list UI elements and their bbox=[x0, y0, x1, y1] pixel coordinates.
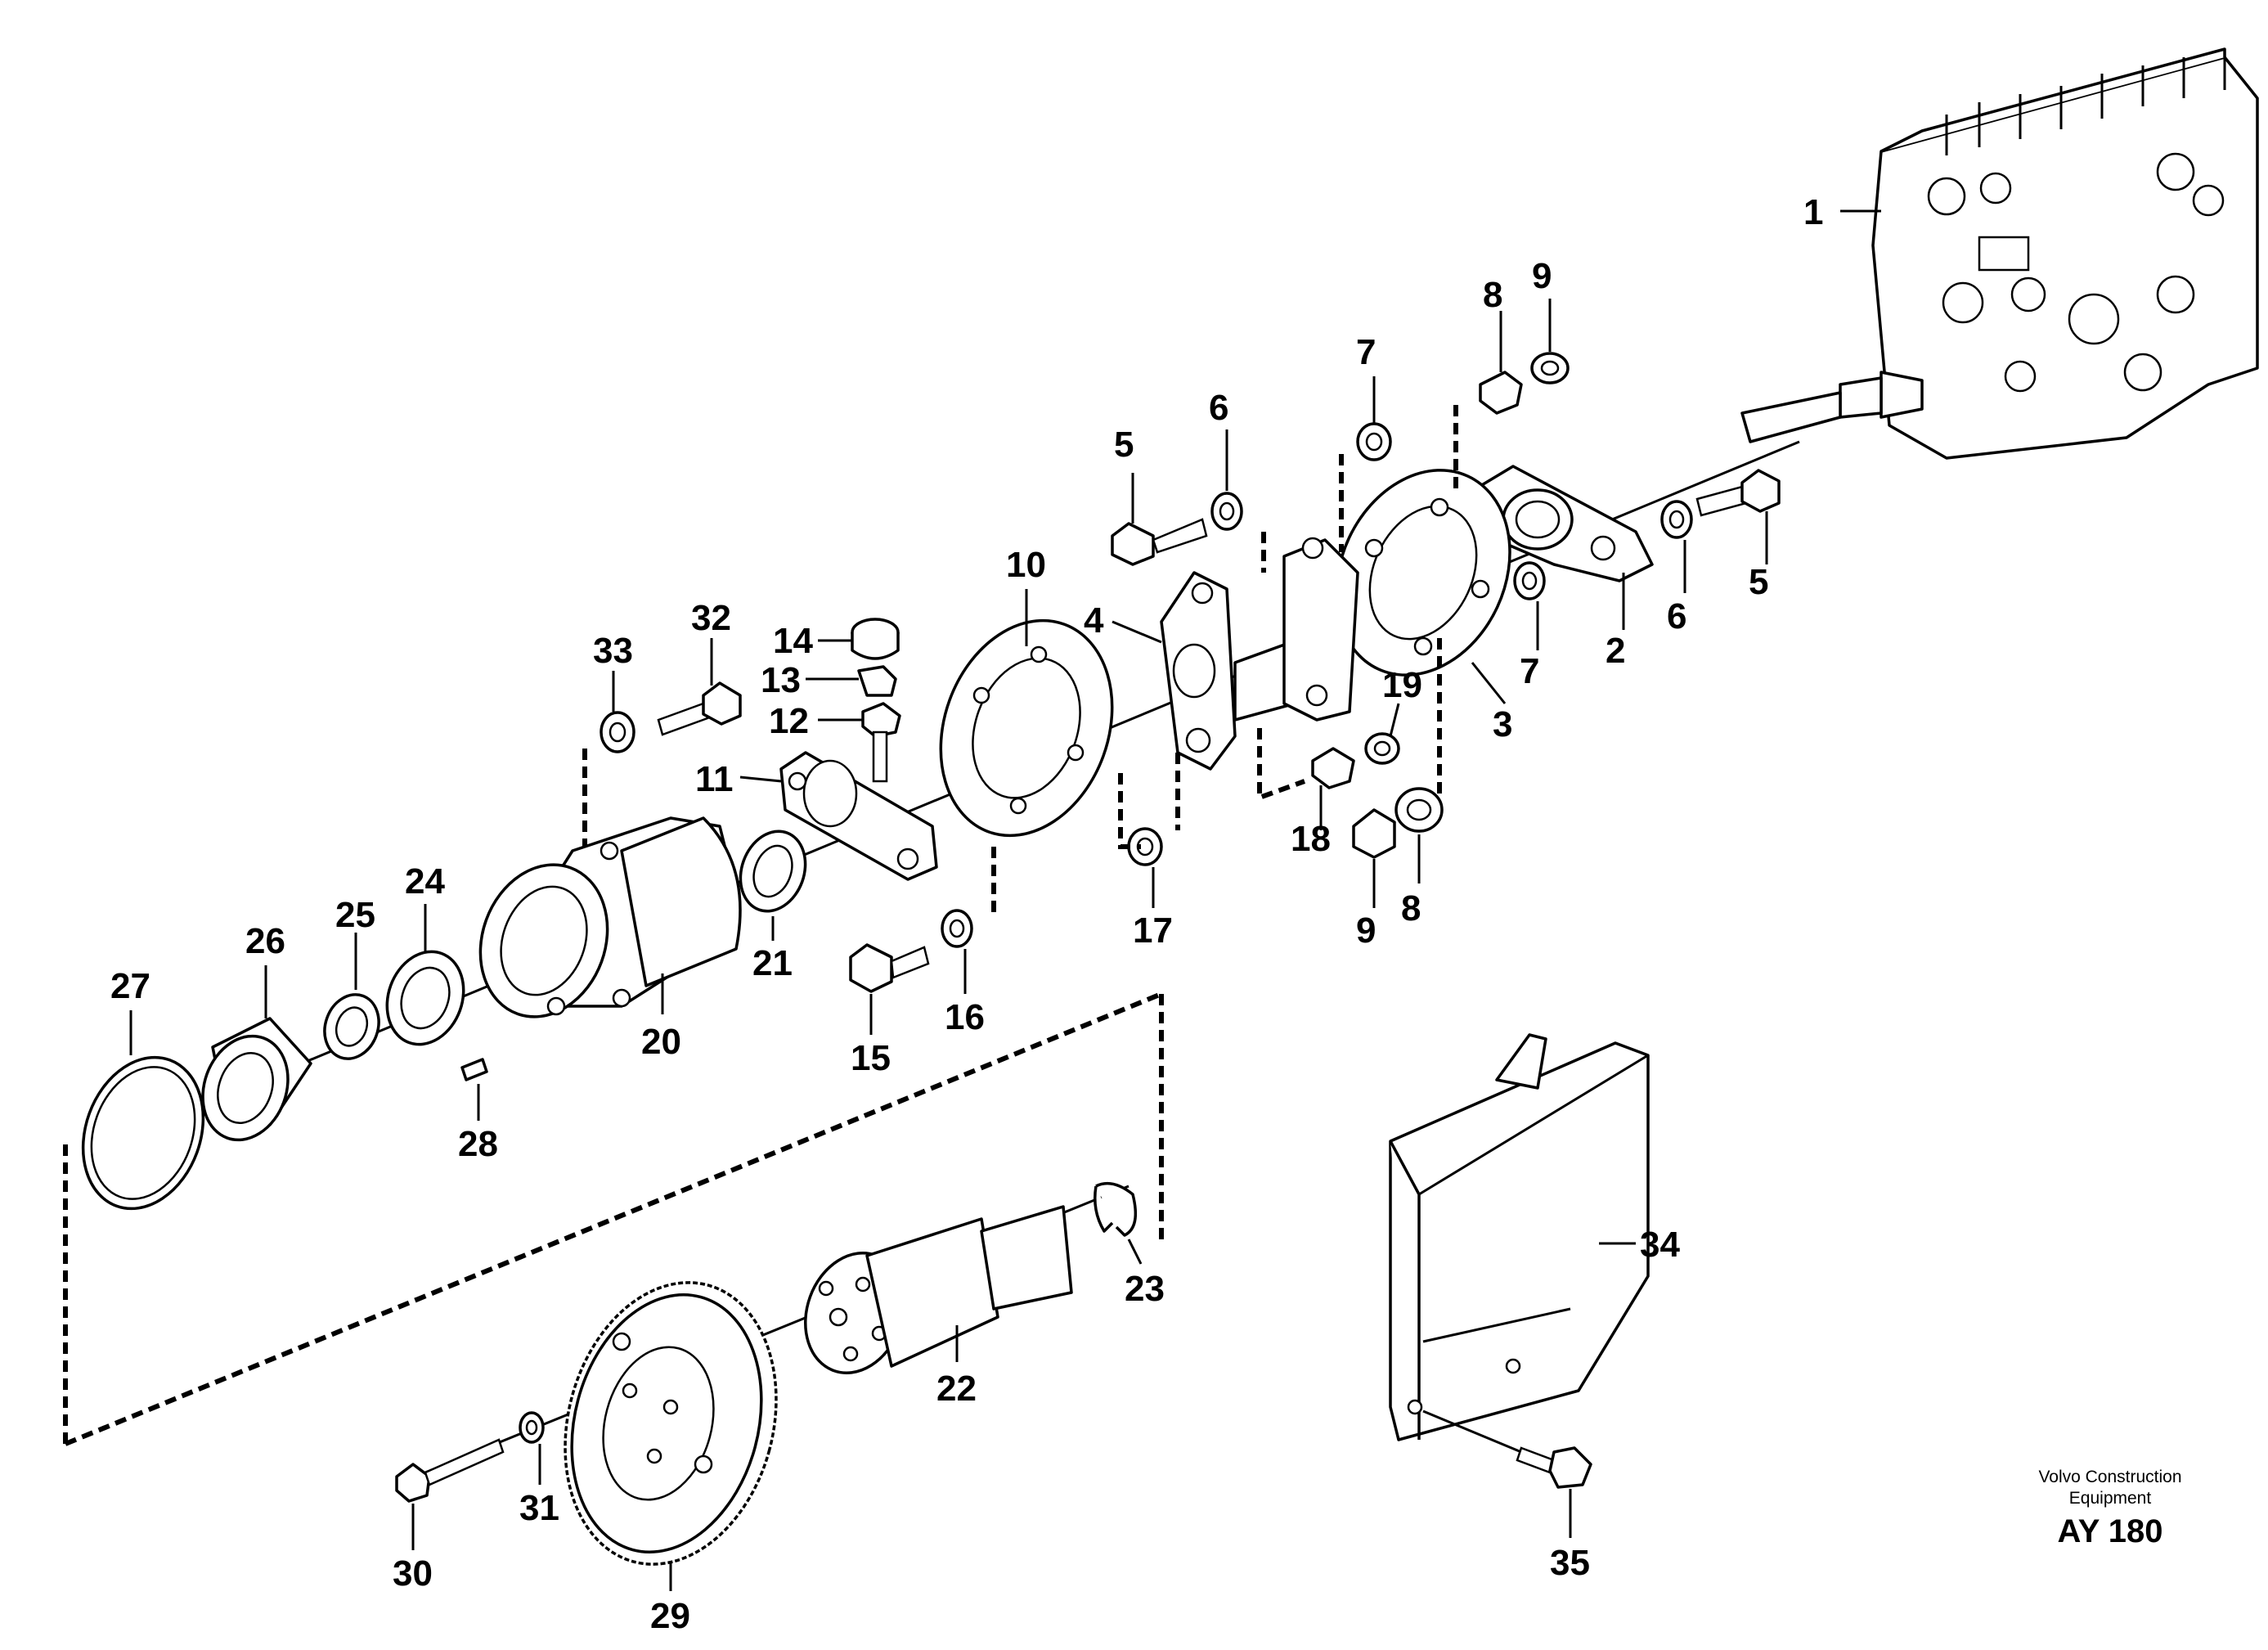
part-35-bolt bbox=[1422, 1409, 1592, 1489]
part-28-pin bbox=[460, 1058, 488, 1081]
diagram-code: AY 180 bbox=[2057, 1513, 2162, 1549]
callout-32: 32 bbox=[691, 598, 731, 638]
part-6-washer-left bbox=[1210, 492, 1243, 531]
part-31-washer bbox=[519, 1411, 545, 1444]
part-23-circlip bbox=[1094, 1181, 1138, 1237]
callout-9: 9 bbox=[1532, 256, 1552, 296]
callout-35: 35 bbox=[1550, 1543, 1590, 1583]
part-8-nut-top bbox=[1479, 371, 1523, 415]
callout-20: 20 bbox=[641, 1022, 681, 1062]
callout-17: 17 bbox=[1133, 910, 1173, 951]
part-29-gear bbox=[564, 1281, 778, 1566]
callout-31: 31 bbox=[519, 1488, 559, 1528]
part-7-washer-top bbox=[1356, 422, 1392, 461]
part-15-bolt bbox=[849, 943, 930, 993]
part-11-clamp bbox=[779, 751, 938, 881]
callout-21: 21 bbox=[752, 943, 793, 983]
part-9-washer-top bbox=[1530, 352, 1570, 384]
part-16-washer bbox=[941, 909, 973, 948]
brand-line-1: Volvo Construction bbox=[2038, 1468, 2181, 1486]
callout-29: 29 bbox=[650, 1596, 690, 1636]
callout-34: 34 bbox=[1640, 1225, 1680, 1265]
callout-6b: 6 bbox=[1667, 596, 1686, 636]
part-12-screw bbox=[861, 702, 901, 783]
part-8-nut-bottom bbox=[1394, 787, 1444, 833]
part-6-washer-right bbox=[1660, 500, 1693, 539]
part-10-gasket bbox=[939, 618, 1114, 838]
callout-13: 13 bbox=[761, 660, 801, 700]
callout-8b: 8 bbox=[1401, 888, 1421, 928]
part-22-shaft bbox=[804, 1205, 1073, 1374]
callout-4: 4 bbox=[1084, 600, 1104, 641]
part-33-washer bbox=[600, 711, 635, 753]
callout-24: 24 bbox=[405, 861, 445, 901]
callout-7: 7 bbox=[1356, 332, 1376, 372]
callout-19: 19 bbox=[1382, 665, 1422, 705]
callout-2: 2 bbox=[1606, 631, 1625, 671]
part-27-oring bbox=[81, 1055, 205, 1211]
part-18-nut bbox=[1311, 747, 1355, 789]
part-5-bolt-left bbox=[1111, 518, 1208, 566]
part-25-spacer bbox=[323, 993, 380, 1060]
callout-16: 16 bbox=[945, 997, 985, 1037]
callout-23: 23 bbox=[1125, 1269, 1165, 1309]
callout-27: 27 bbox=[110, 966, 150, 1006]
part-24-bearing bbox=[385, 950, 465, 1046]
brand-line-2: Equipment bbox=[2069, 1489, 2152, 1508]
part-5-bolt-right bbox=[1695, 469, 1781, 517]
assembly-dash-lines bbox=[63, 405, 1458, 1446]
callout-5b: 5 bbox=[1749, 562, 1768, 602]
callout-3: 3 bbox=[1493, 704, 1512, 744]
callout-9b: 9 bbox=[1356, 910, 1376, 951]
injection-pump bbox=[1740, 47, 2259, 460]
part-26-bearing bbox=[201, 1017, 312, 1142]
part-17-washer bbox=[1127, 827, 1163, 866]
part-21-seal bbox=[739, 829, 807, 913]
callout-33: 33 bbox=[593, 631, 633, 671]
callout-7b: 7 bbox=[1520, 651, 1539, 691]
part-30-bolt bbox=[395, 1438, 505, 1503]
callout-14: 14 bbox=[773, 621, 813, 661]
callout-8: 8 bbox=[1483, 275, 1502, 315]
callout-30: 30 bbox=[393, 1553, 433, 1594]
callout-25: 25 bbox=[335, 895, 375, 935]
callout-10: 10 bbox=[1006, 545, 1046, 585]
callout-26: 26 bbox=[245, 921, 285, 961]
callout-6: 6 bbox=[1209, 388, 1228, 428]
part-20-housing bbox=[478, 816, 742, 1018]
part-4-bracket bbox=[1160, 537, 1359, 771]
callout-22: 22 bbox=[936, 1369, 977, 1409]
part-9-nut-bottom bbox=[1352, 808, 1396, 859]
part-2-flange bbox=[1471, 465, 1654, 582]
callout-5: 5 bbox=[1114, 425, 1134, 465]
part-13-clip bbox=[857, 665, 897, 697]
callout-18: 18 bbox=[1291, 819, 1331, 859]
part-19-washer bbox=[1364, 732, 1400, 765]
part-34-guard bbox=[1389, 1033, 1650, 1441]
part-3-gasket bbox=[1335, 469, 1511, 677]
callout-28: 28 bbox=[458, 1124, 498, 1164]
part-14-cap bbox=[851, 618, 900, 660]
callout-11: 11 bbox=[695, 759, 734, 799]
callout-1: 1 bbox=[1803, 192, 1823, 232]
callout-15: 15 bbox=[851, 1038, 891, 1078]
callout-12: 12 bbox=[769, 701, 809, 741]
part-7-washer-bottom bbox=[1513, 561, 1546, 600]
part-32-bolt bbox=[657, 681, 742, 736]
